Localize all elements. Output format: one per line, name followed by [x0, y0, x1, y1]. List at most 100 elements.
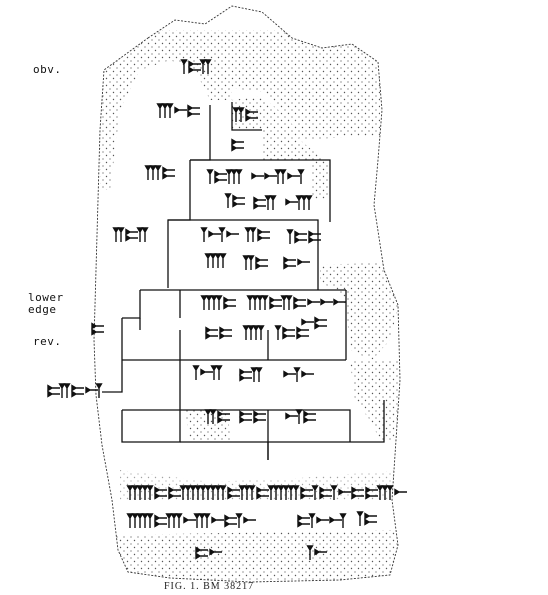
cuneiform-sign: [264, 172, 277, 180]
obverse-label: obv.: [33, 63, 62, 76]
cuneiform-sign: [224, 193, 232, 208]
cuneiform-sign: [292, 485, 300, 500]
cuneiform-sign: [243, 485, 251, 500]
cuneiform-sign: [231, 144, 244, 152]
cuneiform-sign: [131, 485, 139, 500]
cuneiform-sign: [235, 513, 243, 528]
lower-edge-label-line1: lower: [28, 291, 64, 304]
cuneiform-sign: [283, 262, 296, 270]
cuneiform-sign: [165, 513, 173, 528]
cuneiform-sign: [214, 485, 222, 500]
cuneiform-sign: [243, 516, 256, 524]
cuneiform-sign: [282, 332, 295, 340]
cuneiform-sign: [319, 492, 332, 500]
cuneiform-sign: [308, 513, 316, 528]
cuneiform-sign: [179, 485, 187, 500]
cuneiform-sign: [63, 383, 71, 398]
cuneiform-sign: [274, 169, 282, 184]
cuneiform-sign: [303, 410, 316, 418]
cuneiform-sign: [168, 492, 181, 500]
cuneiform-sign: [208, 230, 221, 238]
cuneiform-sign: [364, 512, 377, 520]
cuneiform-sign: [195, 546, 208, 554]
cuneiform-sign: [219, 485, 227, 500]
cuneiform-sign: [131, 513, 139, 528]
cuneiform-sign: [296, 332, 309, 340]
cuneiform-sign: [224, 514, 237, 522]
cuneiform-sign: [146, 513, 154, 528]
cuneiform-sign: [125, 234, 138, 242]
cuneiform-sign: [95, 383, 103, 398]
cuneiform-sign: [246, 295, 254, 310]
cuneiform-sign: [300, 195, 308, 210]
cuneiform-sign: [126, 485, 134, 500]
cuneiform-sign: [257, 234, 270, 242]
cuneiform-sign: [146, 485, 154, 500]
cuneiform-sign: [238, 485, 246, 500]
cuneiform-sign: [125, 228, 138, 236]
cuneiform-sign: [293, 296, 306, 304]
cuneiform-sign: [287, 485, 295, 500]
cuneiform-sign: [351, 486, 364, 494]
cuneiform-sign: [141, 227, 149, 242]
cuneiform-sign: [204, 59, 212, 74]
cuneiform-sign: [297, 258, 310, 266]
cuneiform-sign: [223, 296, 236, 304]
cuneiform-sign: [239, 410, 252, 418]
cuneiform-sign: [253, 196, 266, 204]
cuneiform-sign: [245, 108, 258, 116]
cuneiform-sign: [211, 516, 224, 524]
cuneiform-sign: [162, 166, 175, 174]
cuneiform-sign: [251, 172, 264, 180]
cuneiform-sign: [338, 488, 351, 496]
cuneiform-sign: [154, 514, 167, 522]
cuneiform-sign: [200, 368, 213, 376]
cuneiform-sign: [333, 298, 346, 306]
cuneiform-sign: [245, 114, 258, 122]
cuneiform-sign: [193, 513, 201, 528]
cuneiform-sign: [311, 485, 319, 500]
cuneiform-sign: [112, 227, 120, 242]
cuneiform-sign: [314, 548, 327, 556]
cuneiform-sign: [188, 66, 201, 74]
cuneiform-sign: [180, 59, 188, 74]
cuneiform-sign: [287, 172, 300, 180]
cuneiform-sign: [237, 107, 245, 122]
cuneiform-sign: [205, 332, 218, 340]
cuneiform-sign: [256, 486, 269, 494]
cuneiform-sign: [282, 326, 295, 334]
cuneiform-sign: [206, 169, 214, 184]
cuneiform-sign: [204, 485, 212, 500]
cuneiform-sign: [214, 176, 227, 184]
cuneiform-sign: [365, 486, 378, 494]
cuneiform-sign: [244, 227, 252, 242]
cuneiform-sign: [269, 296, 282, 304]
cuneiform-sign: [214, 253, 222, 268]
cuneiform-sign: [232, 200, 245, 208]
cuneiform-sign: [205, 295, 213, 310]
cuneiform-sign: [293, 302, 306, 310]
cuneiform-sign: [218, 227, 226, 242]
cuneiform-sign: [239, 368, 252, 376]
cuneiform-sign: [226, 230, 239, 238]
cuneiform-sign: [285, 295, 293, 310]
cuneiform-sign: [253, 410, 266, 418]
cuneiform-sign: [162, 172, 175, 180]
cuneiform-sign: [306, 545, 314, 560]
cuneiform-sign: [205, 326, 218, 334]
cuneiform-sign: [305, 195, 313, 210]
cuneiform-sign: [277, 485, 285, 500]
cuneiform-sign: [364, 518, 377, 526]
cuneiform-sign: [136, 513, 144, 528]
cuneiform-sign: [297, 514, 310, 522]
cuneiform-sign: [232, 107, 240, 122]
cuneiform-sign: [301, 318, 314, 326]
cuneiform-sign: [316, 516, 329, 524]
cuneiform-sign: [195, 552, 208, 560]
cuneiform-sign: [280, 295, 288, 310]
cuneiform-sign: [200, 295, 208, 310]
cuneiform-sign: [136, 227, 144, 242]
cuneiform-sign: [198, 513, 206, 528]
cuneiform-sign: [272, 485, 280, 500]
